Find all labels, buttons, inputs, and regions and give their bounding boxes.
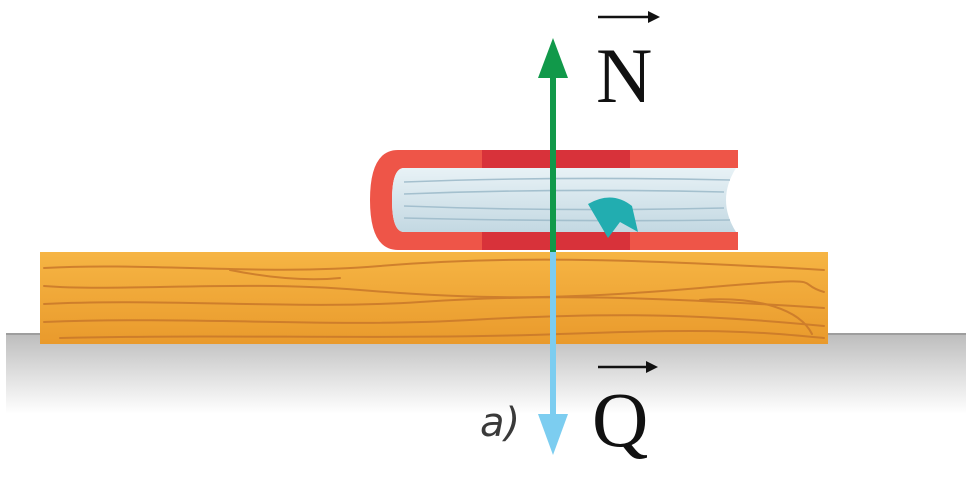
weight-force-arrow bbox=[538, 252, 568, 455]
vector-arrow-icon bbox=[598, 11, 660, 23]
wooden-plank bbox=[40, 252, 828, 344]
vector-arrow-icon bbox=[598, 361, 658, 373]
weight-force-label: Q bbox=[592, 361, 658, 463]
weight-force-symbol: Q bbox=[592, 376, 648, 463]
bookmark-icon bbox=[588, 197, 638, 238]
page-lines bbox=[403, 177, 731, 222]
part-label: a) bbox=[480, 400, 520, 446]
book-icon bbox=[370, 150, 738, 250]
plank-grain bbox=[43, 258, 825, 339]
ground-surface bbox=[6, 333, 966, 414]
normal-force-label: N bbox=[596, 11, 660, 119]
normal-force-arrow bbox=[538, 38, 568, 252]
normal-force-symbol: N bbox=[596, 32, 652, 119]
